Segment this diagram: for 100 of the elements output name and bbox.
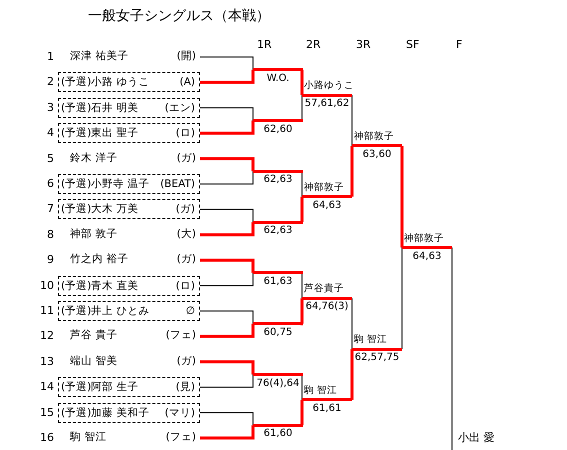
player-name: (予選)井上 ひとみ	[61, 306, 150, 316]
entry-box	[58, 174, 200, 194]
seed-number: 4	[46, 127, 54, 138]
player-name: 神部 敦子	[70, 228, 118, 240]
club-name: (ガ)	[176, 254, 196, 265]
player-name: (予選)大木 万美	[61, 204, 139, 215]
player-name: (予選)石井 明美	[61, 102, 139, 114]
club-name: (開)	[176, 51, 196, 62]
bracket-line	[200, 222, 254, 236]
seed-number: 1	[46, 51, 54, 62]
entry-box	[58, 301, 200, 321]
seed-number: 11	[39, 305, 54, 316]
score: 76(4),64	[256, 378, 300, 388]
bracket-line	[302, 272, 304, 299]
entry-box	[58, 276, 200, 296]
player-name: (予選)青木 直美	[61, 280, 139, 292]
player-name: (予選)小路 ゆうこ	[61, 77, 150, 88]
score: 61,61	[312, 404, 342, 414]
seed-number: 12	[39, 330, 54, 342]
bracket-line	[200, 157, 254, 172]
score: 60,75	[262, 328, 294, 338]
bracket-line	[200, 425, 254, 440]
seed-number: 13	[39, 356, 54, 367]
club-name: (ロ)	[176, 280, 195, 292]
round-header: SF	[406, 39, 420, 50]
seed-number: 7	[46, 203, 54, 214]
bracket-line	[300, 298, 304, 326]
winner-name: 駒 智江	[304, 386, 338, 396]
player-name: 端山 智美	[70, 356, 118, 366]
club-name: (エン)	[164, 102, 195, 114]
bracket-line	[200, 310, 254, 324]
seed-number: 2	[46, 76, 54, 88]
seed-number: 14	[39, 381, 54, 392]
bracket-line	[200, 258, 254, 273]
bracket-line	[200, 120, 254, 135]
round-header: 1R	[257, 39, 272, 50]
club-name: (見)	[176, 382, 195, 393]
player-name: (予選)阿部 生子	[61, 382, 139, 393]
entry-box	[58, 402, 200, 423]
entry-box	[58, 123, 200, 144]
entry-box	[58, 98, 200, 118]
bracket-line	[200, 70, 254, 84]
bracket-line	[300, 196, 304, 224]
player-name: 駒 智江	[70, 432, 106, 442]
player-name: (予選)加藤 美和子	[61, 408, 150, 418]
player-name: (予選)東出 聖子	[61, 128, 139, 139]
round-header: 3R	[356, 39, 371, 50]
entry-box	[58, 199, 200, 220]
seed-number: 9	[46, 254, 54, 266]
title: 一般女子シングルス（本戦）	[88, 9, 270, 23]
score: 61,63	[262, 276, 294, 287]
player-name: 小出 愛	[458, 432, 494, 443]
bracket-line	[200, 324, 254, 338]
winner-name: 芦谷貴子	[304, 284, 344, 294]
club-name: (ガ)	[176, 204, 195, 215]
seed-number: 8	[46, 228, 54, 240]
bracket-line	[350, 349, 354, 402]
club-name: (フェ)	[166, 330, 196, 341]
score: W.O.	[266, 74, 290, 84]
player-name: (予選)小野寺 温子	[61, 179, 150, 190]
player-name: 鈴木 洋子	[70, 152, 118, 164]
score: 64,63	[412, 252, 442, 262]
seed-number: 10	[39, 280, 54, 291]
winner-name: 小路ゆうこ	[304, 81, 354, 91]
club-name: (A)	[180, 77, 195, 88]
club-name: (ガ)	[176, 356, 196, 366]
player-name: 深津 祐美子	[70, 51, 128, 62]
club-name: (大)	[176, 228, 196, 240]
winner-name: 神部敦子	[404, 234, 444, 244]
bracket-line	[300, 400, 304, 427]
bracket-line	[200, 272, 254, 286]
bracket-line	[302, 170, 304, 198]
player-name: 竹之内 裕子	[70, 254, 128, 265]
bracket-line	[200, 208, 254, 223]
score: 64,63	[312, 200, 342, 211]
bracket-line	[200, 56, 254, 70]
winner-name: 駒 智江	[354, 335, 388, 345]
club-name: (マリ)	[164, 408, 195, 418]
club-name: (BEAT)	[160, 179, 195, 190]
bracket-line	[302, 374, 304, 400]
score: 62,63	[262, 226, 294, 236]
score: 64,76(3)	[304, 302, 350, 312]
bracket-line	[400, 144, 404, 248]
seed-number: 3	[46, 102, 54, 113]
bracket-line	[200, 107, 254, 121]
round-header: 2R	[306, 39, 321, 50]
club-name: (フェ)	[166, 432, 196, 442]
entry-box	[58, 72, 200, 92]
entry-box	[58, 377, 200, 398]
bracket-line	[200, 412, 254, 426]
player-name: 芦谷 貴子	[70, 330, 118, 341]
score: 62,60	[262, 124, 294, 134]
score: 57,61,62	[304, 99, 350, 110]
club-name: (ガ)	[176, 152, 196, 164]
score: 62,63	[262, 175, 294, 186]
winner-name: 神部敦子	[354, 132, 394, 142]
winner-name: 神部敦子	[304, 182, 344, 192]
bracket-line	[350, 146, 354, 198]
seed-number: 16	[39, 432, 54, 443]
round-header: F	[456, 39, 462, 50]
